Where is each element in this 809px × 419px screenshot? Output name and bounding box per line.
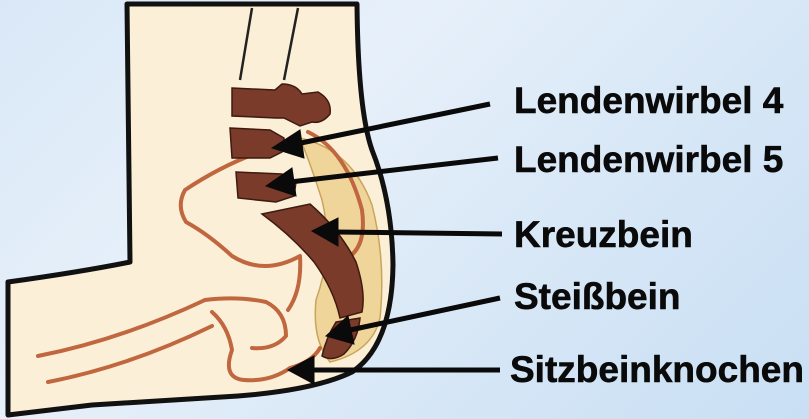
label-steissbein: Steißbein	[514, 276, 681, 317]
label-lendenwirbel-4: Lendenwirbel 4	[514, 80, 784, 121]
label-lendenwirbel-5: Lendenwirbel 5	[514, 139, 783, 180]
label-kreuzbein: Kreuzbein	[514, 214, 693, 255]
label-sitzbeinknochen: Sitzbeinknochen	[510, 349, 804, 390]
arrow-kreuzbein	[336, 232, 502, 234]
